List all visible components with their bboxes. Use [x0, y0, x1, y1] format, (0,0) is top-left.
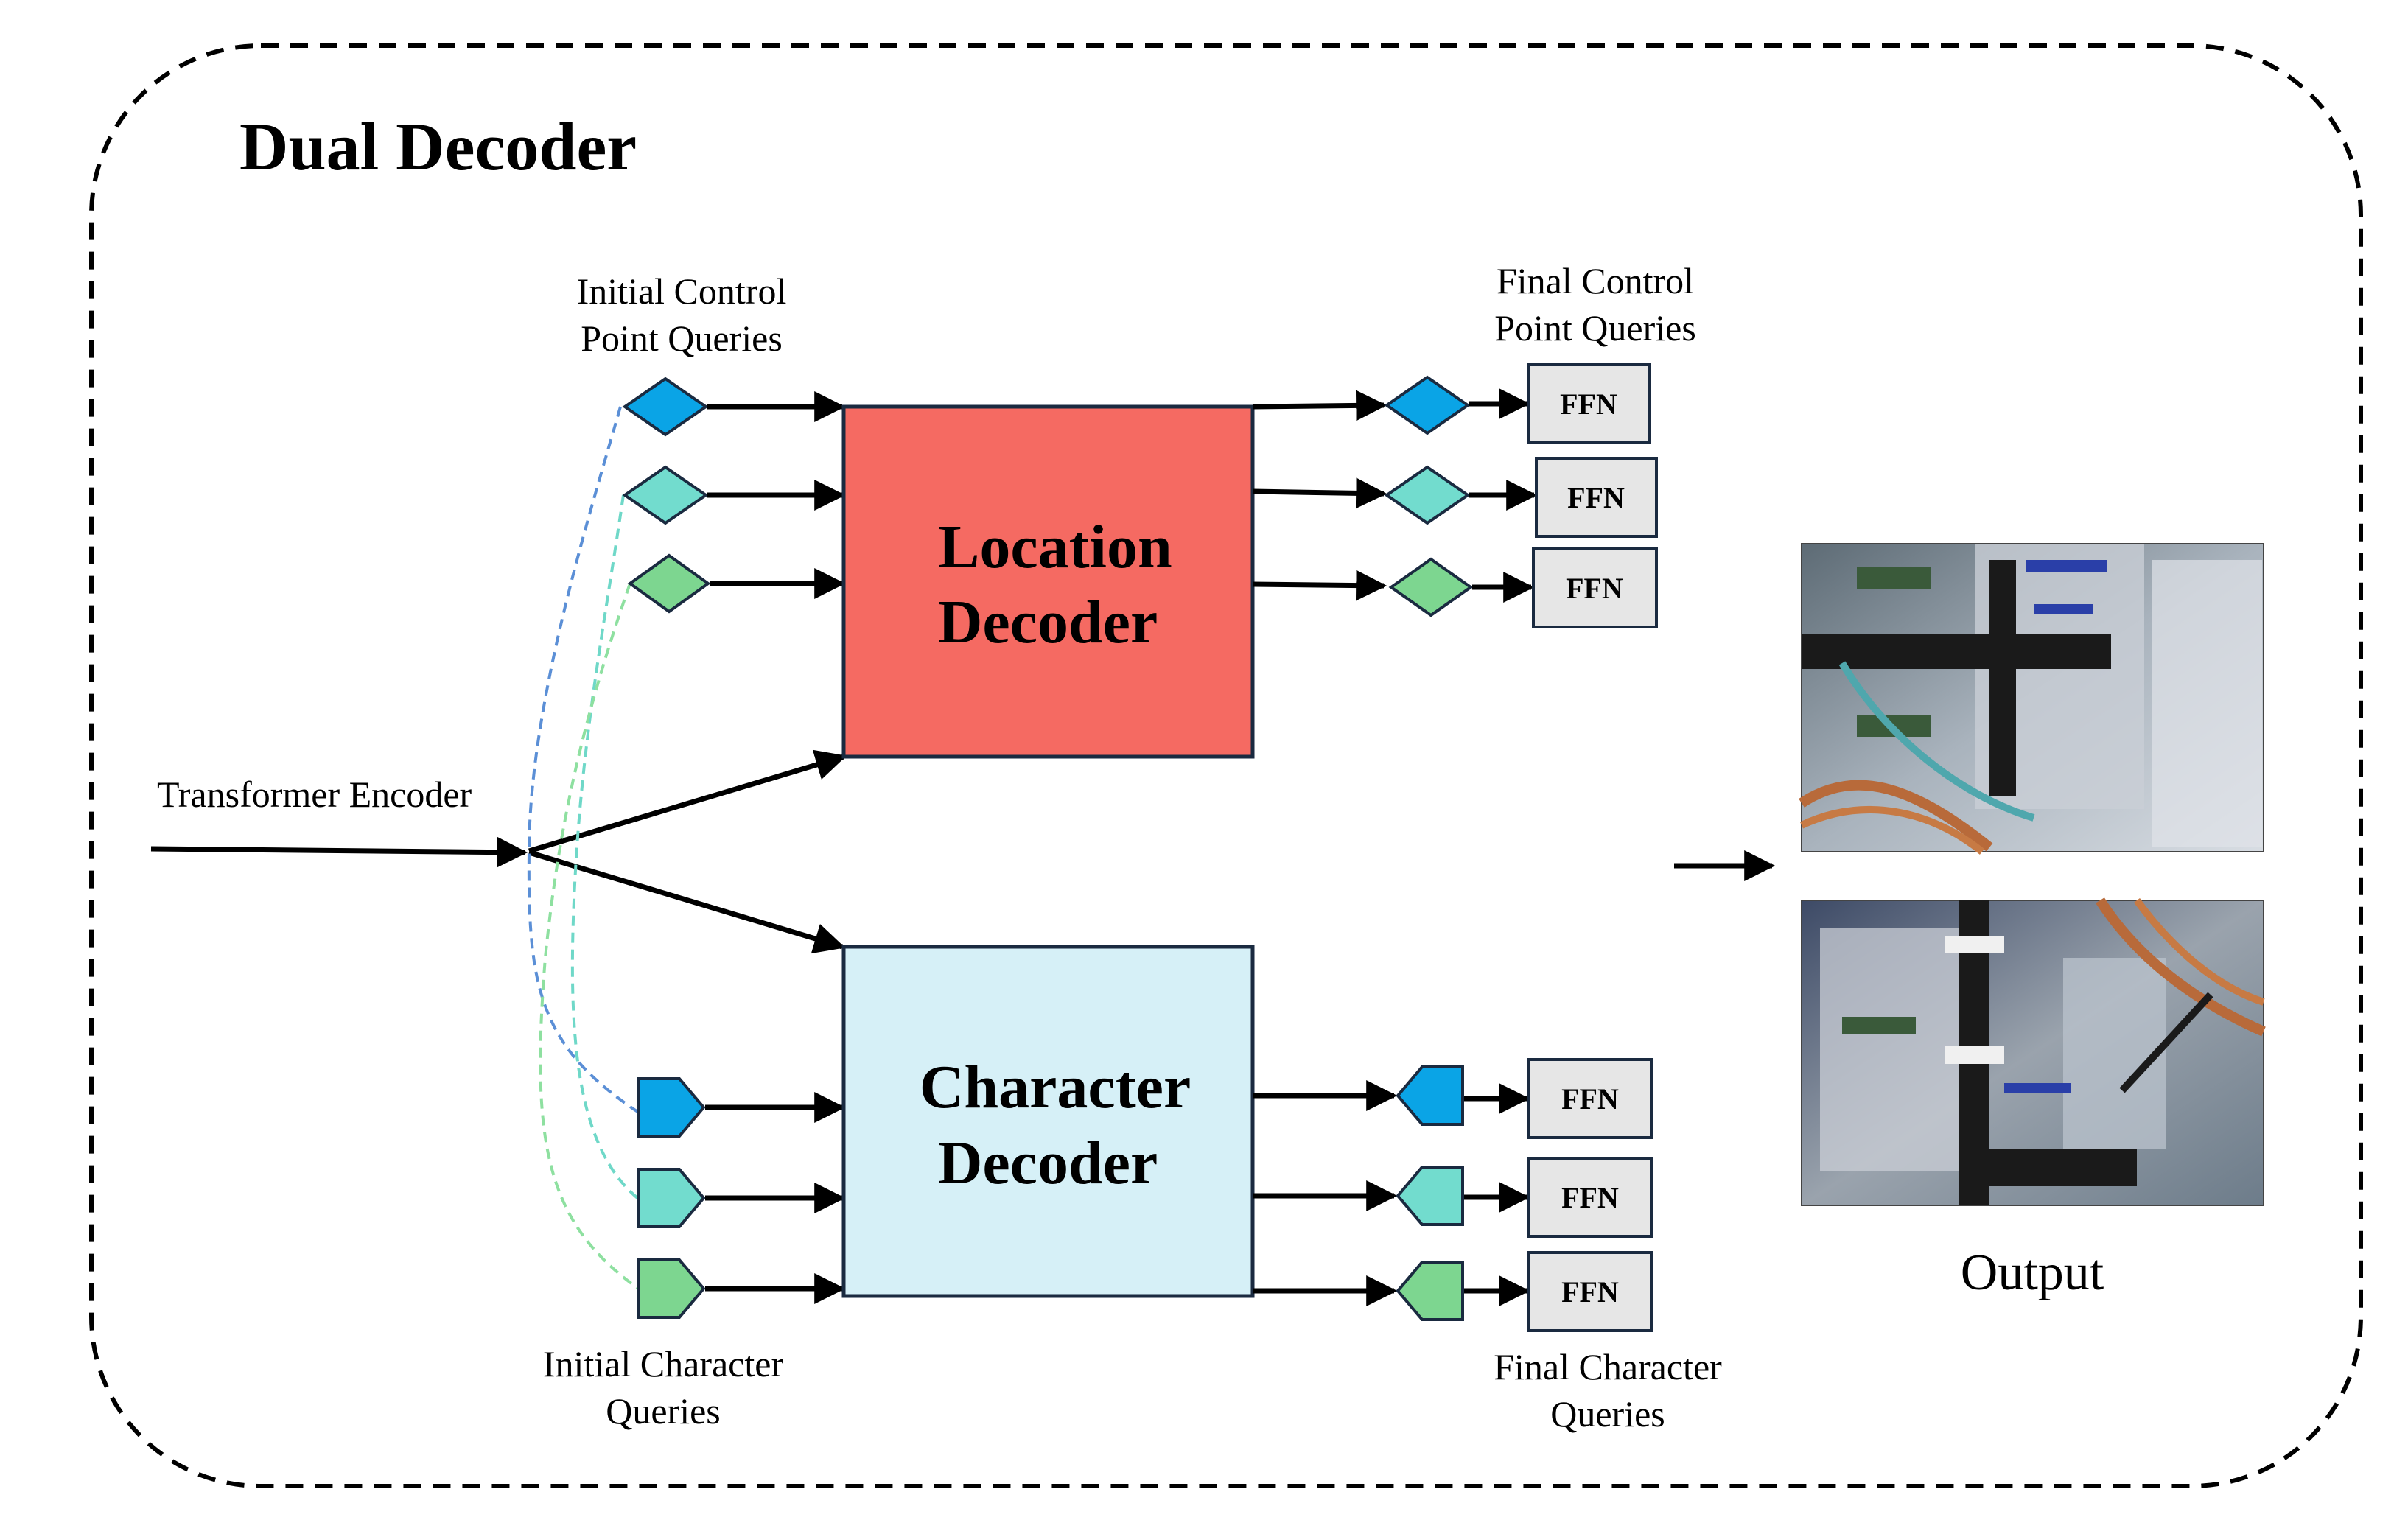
location-decoder-block	[841, 404, 1255, 759]
ffn-label-control-1: FFN	[1560, 388, 1617, 421]
query-link-blue	[527, 406, 643, 1116]
ffn-label-control-2: FFN	[1567, 481, 1625, 514]
initial-character-query-3	[637, 1258, 706, 1319]
initial-control-query-1	[622, 377, 709, 437]
ffn-label-character-2: FFN	[1561, 1181, 1619, 1214]
final-character-query-2	[1396, 1166, 1464, 1226]
initial-character-queries-label-line2: Queries	[606, 1390, 721, 1432]
diagram-title: Dual Decoder	[239, 109, 637, 184]
final-control-query-3	[1388, 557, 1474, 617]
initial-character-queries-label-line1: Initial Character	[543, 1343, 784, 1384]
encoder-label: Transformer Encoder	[157, 774, 472, 815]
output-image-2	[1801, 897, 2266, 1206]
ffn-label-control-3: FFN	[1566, 572, 1623, 605]
ffn-label-character-3: FFN	[1561, 1275, 1619, 1309]
location-out-2-arrow	[1252, 477, 1387, 509]
output-image-1	[1799, 543, 2264, 855]
output-label: Output	[1961, 1244, 2104, 1301]
initial-control-query-3	[627, 553, 711, 614]
final-character-query-3	[1396, 1261, 1464, 1321]
ffn-label-character-1: FFN	[1561, 1082, 1619, 1116]
final-control-query-1	[1384, 375, 1471, 435]
initial-control-queries-label-line1: Initial Control	[577, 270, 787, 312]
location-out-1-arrow	[1252, 390, 1387, 421]
ffn-box-character-2	[1527, 1157, 1653, 1238]
encoder-to-location-arrow	[528, 749, 847, 854]
ffn-box-control-1	[1527, 363, 1651, 444]
query-link-green	[539, 583, 641, 1291]
initial-character-query-1	[637, 1077, 706, 1138]
location-out-3-arrow	[1252, 570, 1387, 601]
location-decoder-title-line2: Decoder	[938, 588, 1158, 656]
character-decoder-block	[841, 945, 1255, 1298]
final-control-queries-label-line1: Final Control	[1497, 260, 1694, 301]
dual-decoder-container	[89, 43, 2363, 1488]
character-decoder-title-line2: Decoder	[938, 1129, 1158, 1197]
ffn-box-character-3	[1527, 1251, 1653, 1332]
query-link-teal	[570, 494, 643, 1202]
final-control-query-2	[1384, 465, 1471, 525]
initial-control-query-2	[622, 465, 709, 525]
initial-character-query-2	[637, 1168, 706, 1228]
ffn-box-character-1	[1527, 1058, 1653, 1139]
ffn-box-control-2	[1535, 457, 1658, 538]
encoder-input-arrow	[150, 836, 528, 868]
initial-control-queries-label-line2: Point Queries	[581, 318, 783, 359]
encoder-to-character-arrow	[528, 850, 846, 954]
final-character-query-1	[1396, 1065, 1464, 1126]
character-decoder-title-line1: Character	[920, 1053, 1191, 1121]
final-control-queries-label-line2: Point Queries	[1494, 307, 1696, 349]
final-character-queries-label-line1: Final Character	[1494, 1346, 1722, 1387]
location-decoder-title-line1: Location	[938, 513, 1172, 581]
ffn-box-control-3	[1532, 547, 1658, 628]
final-character-queries-label-line2: Queries	[1550, 1393, 1665, 1435]
